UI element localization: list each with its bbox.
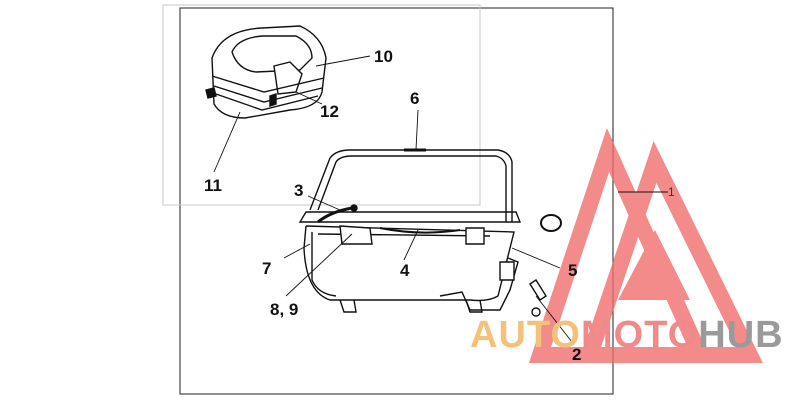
callout-4: 4 xyxy=(400,261,410,280)
leader-lines xyxy=(213,55,668,343)
callout-7: 7 xyxy=(262,259,272,278)
inset-frame xyxy=(162,4,481,206)
callout-3: 3 xyxy=(294,181,304,200)
callout-10: 10 xyxy=(374,47,393,66)
watermark-auto: AUTO xyxy=(470,314,581,356)
top-case-closed xyxy=(205,25,327,119)
watermark-hub: HUB xyxy=(698,314,784,356)
callout-11: 11 xyxy=(204,176,222,195)
callout-6: 6 xyxy=(410,89,420,108)
callout-1: 1 xyxy=(668,185,675,199)
callout-8-9: 8, 9 xyxy=(270,300,299,319)
watermark-text: AUTOMOTOHUB xyxy=(470,316,784,354)
diagram-frame xyxy=(179,7,614,395)
watermark-logo xyxy=(528,127,763,363)
top-case-open xyxy=(298,148,562,317)
callout-12: 12 xyxy=(320,102,339,121)
watermark-moto: MOTO xyxy=(580,314,699,356)
callout-2: 2 xyxy=(572,345,582,364)
callout-5: 5 xyxy=(568,261,578,280)
